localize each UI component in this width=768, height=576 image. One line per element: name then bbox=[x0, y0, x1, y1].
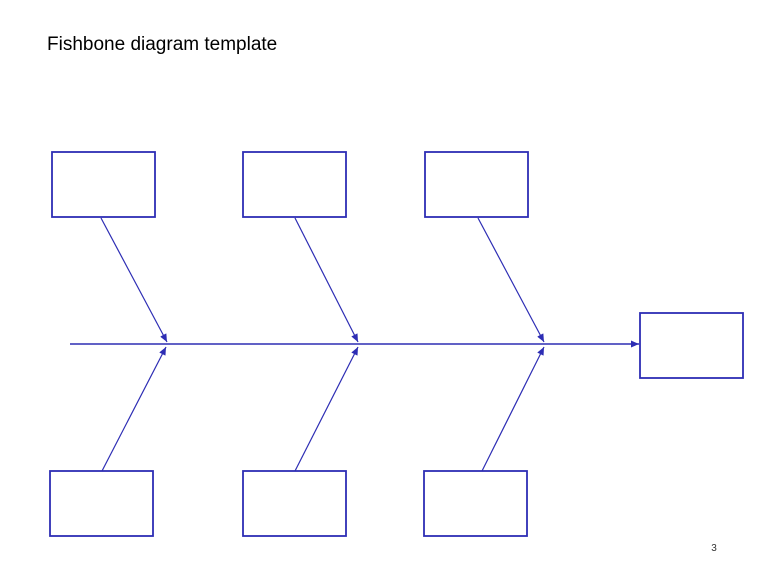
category-box-bottom-2 bbox=[242, 470, 347, 537]
bone-bottom-1 bbox=[101, 346, 167, 472]
bone-top-1 bbox=[100, 217, 168, 343]
category-box-bottom-3 bbox=[423, 470, 528, 537]
effect-box bbox=[639, 312, 744, 379]
slide-title: Fishbone diagram template bbox=[47, 34, 278, 55]
category-box-top-1 bbox=[51, 151, 156, 218]
bone-top-2 bbox=[294, 217, 359, 343]
bone-bottom-2 bbox=[294, 346, 359, 472]
bone-bottom-3 bbox=[481, 346, 545, 472]
page-number: 3 bbox=[711, 543, 717, 554]
category-box-top-2 bbox=[242, 151, 347, 218]
category-box-top-3 bbox=[424, 151, 529, 218]
fishbone-lines bbox=[49, 151, 744, 537]
category-box-bottom-1 bbox=[49, 470, 154, 537]
bone-top-3 bbox=[477, 217, 545, 343]
